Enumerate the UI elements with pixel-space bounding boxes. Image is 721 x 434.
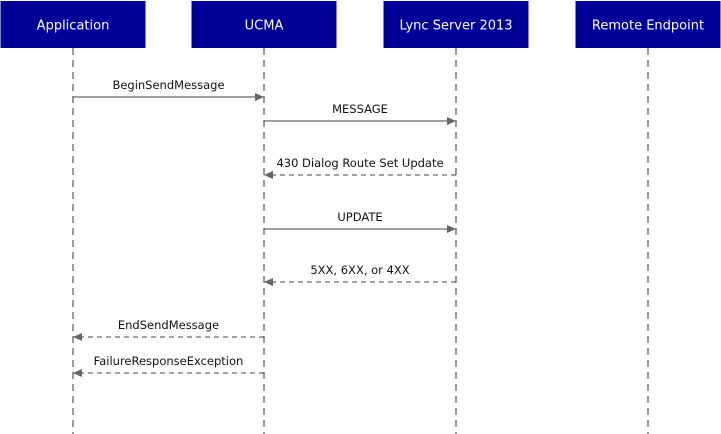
message-arrowhead	[255, 93, 264, 101]
message-2: MESSAGE	[264, 102, 456, 125]
participant-box-remote	[575, 1, 721, 48]
message-arrowhead	[447, 225, 456, 233]
message-arrowhead	[264, 171, 273, 179]
participant-box-lync	[383, 1, 529, 48]
message-label: 430 Dialog Route Set Update	[276, 156, 443, 170]
participant-label-lync: Lync Server 2013	[399, 19, 512, 34]
message-label: UPDATE	[337, 210, 382, 224]
participant-box-ucma	[191, 1, 337, 48]
message-label: 5XX, 6XX, or 4XX	[310, 263, 409, 277]
message-label: BeginSendMessage	[112, 78, 224, 92]
message-label: EndSendMessage	[118, 318, 219, 332]
message-1: BeginSendMessage	[73, 78, 264, 101]
participant-label-app: Application	[37, 19, 110, 34]
lifelines	[72, 48, 649, 434]
message-5: 5XX, 6XX, or 4XX	[264, 263, 456, 286]
message-7: FailureResponseException	[73, 354, 264, 377]
participant-box-app	[0, 1, 146, 48]
message-arrowhead	[73, 333, 82, 341]
participant-label-ucma: UCMA	[245, 19, 284, 34]
participant-label-remote: Remote Endpoint	[592, 19, 704, 34]
message-label: MESSAGE	[332, 102, 388, 116]
message-label: FailureResponseException	[94, 354, 244, 368]
message-6: EndSendMessage	[73, 318, 264, 341]
message-arrowhead	[447, 117, 456, 125]
message-4: UPDATE	[264, 210, 456, 233]
message-arrowhead	[264, 278, 273, 286]
message-3: 430 Dialog Route Set Update	[264, 156, 456, 179]
message-arrowhead	[73, 369, 82, 377]
participants: Application UCMA Lync Server 2013 Remote En…	[0, 1, 721, 48]
